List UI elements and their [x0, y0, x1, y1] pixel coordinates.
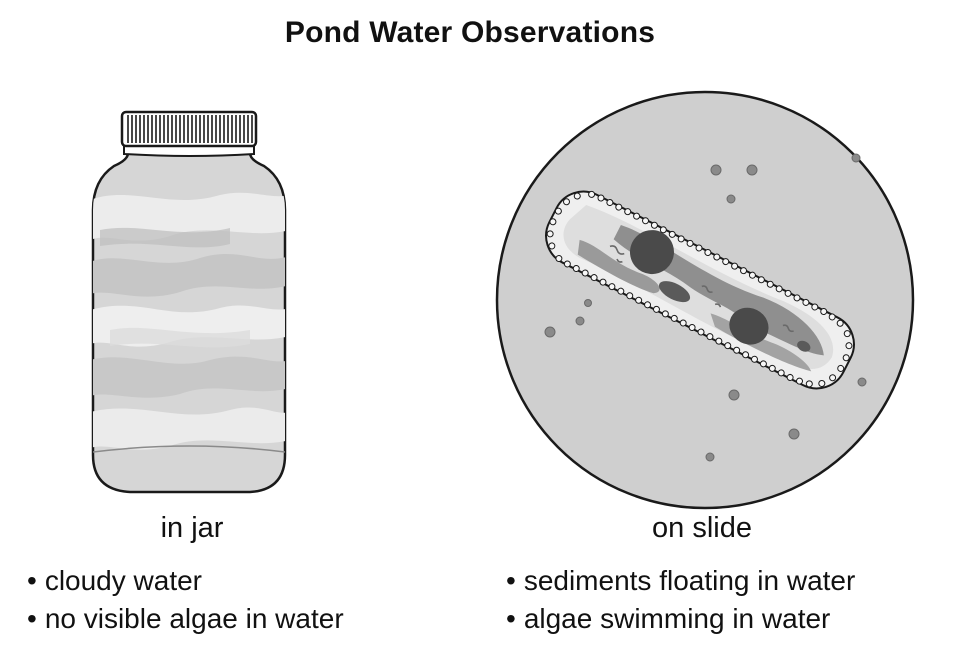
slide-illustration: [495, 90, 915, 510]
slide-caption: on slide: [652, 512, 752, 544]
slide-observation-item: sediments floating in water: [506, 562, 856, 600]
diagram-title: Pond Water Observations: [284, 16, 656, 49]
algae-cell: [545, 190, 855, 390]
cloudy-water: [93, 192, 285, 453]
cell-wall-beads: [546, 190, 853, 388]
jar-observation-item: no visible algae in water: [27, 600, 344, 638]
jar-observation-item: cloudy water: [27, 562, 344, 600]
sediment-particles: [544, 153, 867, 462]
jar-caption: in jar: [160, 512, 224, 544]
jar-observations: cloudy water no visible algae in water: [27, 562, 344, 638]
jar-lid: [120, 110, 258, 148]
slide-observation-item: algae swimming in water: [506, 600, 855, 638]
jar-illustration: [91, 110, 287, 494]
slide-observations: sediments floating in water algae swimmi…: [506, 562, 856, 638]
